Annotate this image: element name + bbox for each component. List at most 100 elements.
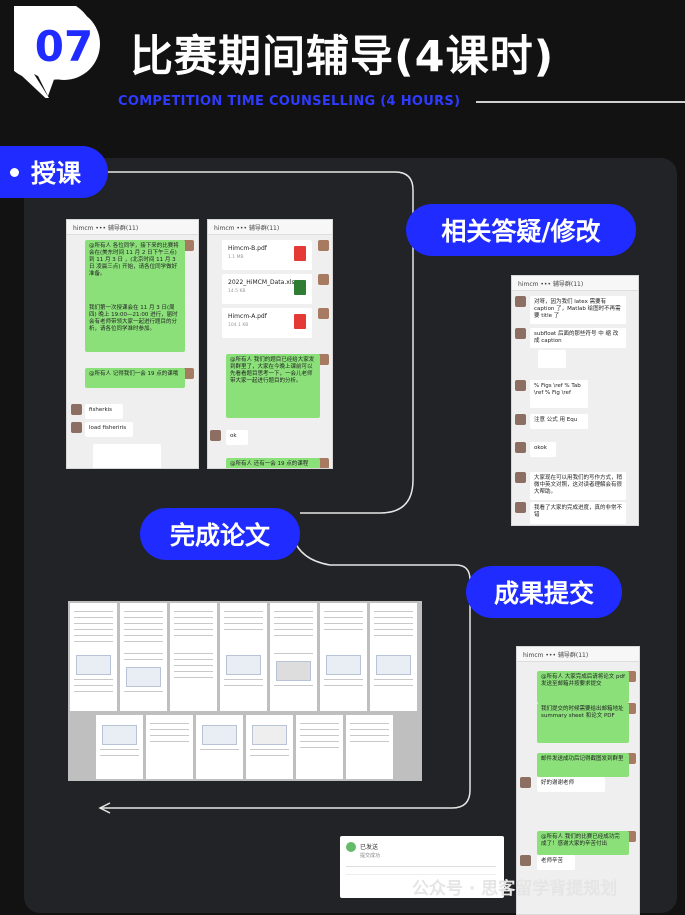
- chat-message: @所有人 我们的比赛已经成功完成了！感谢大家的辛苦付出: [537, 831, 629, 855]
- file-attachment[interactable]: Himcm-B.pdf 1.1 MB: [222, 240, 312, 270]
- avatar: [515, 442, 526, 453]
- avatar: [625, 703, 636, 714]
- paper-page: [70, 645, 117, 711]
- email-line: 提交成功: [360, 853, 381, 859]
- paper-page: [120, 645, 167, 711]
- avatar: [71, 404, 82, 415]
- avatar: [318, 274, 329, 285]
- avatar: [183, 240, 194, 251]
- chat-title: himcm ••• 辅导群(11): [67, 220, 198, 235]
- email-confirmation-screenshot: 已发送 提交成功: [340, 836, 504, 898]
- chat-message: @所有人 我们的题目已经给大家发到群里了，大家在今晚上课前可以先看看题目思考一下…: [226, 354, 320, 418]
- chat-message: @所有人 各位同学，接下来的比赛将会在(美东时间 11 月 2 日下午三点) 到…: [85, 240, 185, 304]
- chat-message: 老师辛苦: [537, 855, 575, 870]
- avatar: [515, 472, 526, 483]
- avatar: [515, 296, 526, 307]
- avatar: [318, 354, 329, 365]
- chat-message: 邮件发送成功后记得截图发到群里: [537, 753, 629, 777]
- divider: [476, 101, 685, 103]
- pill-teaching: 授课: [0, 146, 108, 198]
- file-size: 1.1 MB: [228, 255, 244, 260]
- pill-qa-label: 相关答疑/修改: [441, 217, 601, 246]
- avatar: [515, 380, 526, 391]
- file-name: Himcm-A.pdf: [228, 313, 267, 320]
- paper-page: [146, 715, 193, 779]
- paper-page: [270, 645, 317, 711]
- chat-screenshot-1: himcm ••• 辅导群(11) @所有人 各位同学，接下来的比赛将会在(美东…: [66, 219, 199, 469]
- avatar: [318, 308, 329, 319]
- chat-message: fisherkis: [85, 404, 123, 419]
- pill-finish-label: 完成论文: [169, 521, 270, 550]
- paper-page: [370, 645, 417, 711]
- chat-title: himcm ••• 辅导群(11): [512, 276, 638, 291]
- chat-message: subfloat 后面的那些符号 中 缩 改成 caption: [530, 328, 626, 348]
- file-name: 2022_HiMCM_Data.xlsx: [228, 279, 299, 286]
- chat-message: load fisheriris: [85, 422, 133, 437]
- chat-message: okok: [530, 442, 556, 457]
- chat-message: @所有人 记得我们一会 19 点的课哦: [85, 368, 185, 388]
- avatar: [625, 671, 636, 682]
- divider: [346, 866, 496, 867]
- avatar: [625, 831, 636, 842]
- avatar: [520, 777, 531, 788]
- paper-page: [346, 715, 393, 779]
- chat-screenshot-3: himcm ••• 辅导群(11) 对呀，因为我们 latex 需要有 capt…: [511, 275, 639, 526]
- pdf-file-icon: [294, 246, 306, 261]
- avatar: [318, 240, 329, 251]
- paper-page: [96, 715, 143, 779]
- pill-submit-label: 成果提交: [493, 579, 594, 608]
- check-icon: [346, 842, 356, 852]
- watermark: 公众号 · 思客留学背提规划: [412, 879, 618, 899]
- avatar: [520, 855, 531, 866]
- chat-message: 注意 公式 用 Equ: [530, 414, 588, 429]
- section-number: 07: [34, 22, 94, 71]
- avatar: [625, 753, 636, 764]
- image-thumbnail: [538, 350, 566, 368]
- paper-page: [170, 645, 217, 711]
- avatar: [71, 422, 82, 433]
- avatar: [515, 502, 526, 513]
- paper-page: [220, 645, 267, 711]
- paper-page: [246, 715, 293, 779]
- chat-message: 大家现在可以用我们的写作方式，稍微中英文对照，这对读者理解会有很大帮助。: [530, 472, 626, 500]
- chat-message: ok: [226, 430, 248, 445]
- chat-message: 对呀，因为我们 latex 需要有 caption 了，Matlab 绘图时不再…: [530, 296, 626, 324]
- bullet-dot-icon: [10, 167, 19, 177]
- file-attachment[interactable]: 2022_HiMCM_Data.xlsx 14.5 KB: [222, 274, 312, 304]
- file-size: 104.1 KB: [228, 323, 249, 328]
- page-title: 比赛期间辅导(4课时): [130, 32, 555, 82]
- file-name: Himcm-B.pdf: [228, 245, 267, 252]
- chat-title: himcm ••• 辅导群(11): [517, 647, 639, 662]
- excel-file-icon: [294, 280, 306, 295]
- chat-message: 我看了大家的完成进度，真的非常不错: [530, 502, 626, 524]
- chat-title: himcm ••• 辅导群(11): [208, 220, 332, 235]
- avatar: [210, 430, 221, 441]
- file-attachment[interactable]: Himcm-A.pdf 104.1 KB: [222, 308, 312, 338]
- pill-teaching-label: 授课: [31, 159, 82, 188]
- chat-screenshot-2: himcm ••• 辅导群(11) Himcm-B.pdf 1.1 MB 202…: [207, 219, 333, 469]
- chat-message: 好的谢谢老师: [537, 777, 605, 792]
- pdf-file-icon: [294, 314, 306, 329]
- chat-message: % Figs \ref % Tab \ref % Fig \ref: [530, 380, 588, 408]
- divider: [346, 874, 496, 875]
- paper-page: [320, 645, 367, 711]
- avatar: [183, 368, 194, 379]
- paper-page: [296, 715, 343, 779]
- email-title: 已发送: [360, 844, 379, 851]
- chat-message: @所有人 大家完成后请将论文 pdf 发送至邮箱并按要求提交: [537, 671, 629, 703]
- formula-image: [93, 444, 161, 468]
- avatar: [318, 458, 329, 468]
- number-badge-bubble-icon: [14, 6, 100, 98]
- page-subtitle: COMPETITION TIME COUNSELLING (4 HOURS): [118, 94, 461, 109]
- chat-message: @所有人 还有一会 19 点的课程: [226, 458, 320, 468]
- paper-page: [196, 715, 243, 779]
- avatar: [515, 414, 526, 425]
- chat-screenshot-4: himcm ••• 辅导群(11) @所有人 大家完成后请将论文 pdf 发送至…: [516, 646, 640, 915]
- pill-qa: 相关答疑/修改: [406, 204, 636, 256]
- file-size: 14.5 KB: [228, 289, 246, 294]
- avatar: [515, 328, 526, 339]
- pill-submit: 成果提交: [466, 566, 622, 618]
- paper-pages-collage: [68, 601, 422, 781]
- chat-message: 我们第一次授课会在 11 月 3 日(周四) 晚上 19:00—21:00 进行…: [85, 302, 185, 352]
- pill-finish-paper: 完成论文: [140, 508, 300, 560]
